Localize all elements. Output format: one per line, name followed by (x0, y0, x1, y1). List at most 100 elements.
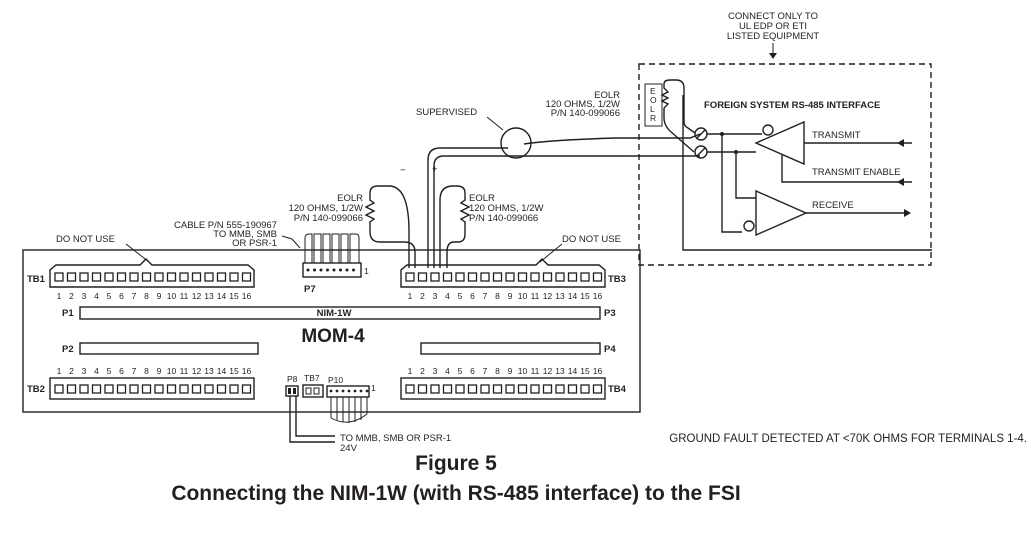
tb1-label: TB1 (27, 274, 46, 285)
eolr-vertical-l: L (650, 104, 655, 114)
tb1-terminal-16 (241, 272, 252, 282)
tb3-terminal-7 (480, 272, 490, 282)
tb3-number-3: 3 (433, 291, 438, 301)
tb3-number-11: 11 (531, 291, 540, 301)
tb1-number-5: 5 (107, 291, 112, 301)
tb4-number-1: 1 (408, 366, 413, 376)
p10-pin-1 (329, 389, 333, 393)
tb2-terminal-6 (116, 384, 127, 394)
fsi-terminal-minus-slot (696, 129, 706, 139)
p3-label: P3 (604, 308, 616, 319)
p7-pin-one: 1 (364, 266, 369, 276)
p7-label: P7 (304, 284, 316, 295)
tb2-number-6: 6 (119, 366, 124, 376)
tb1-terminal-15 (229, 272, 239, 282)
tb1-terminal-8 (141, 272, 152, 282)
tb1-terminal-13 (204, 272, 214, 282)
tb2-terminal-16 (241, 384, 252, 394)
tb1-number-2: 2 (69, 291, 74, 301)
eolr-vertical-o: O (650, 95, 657, 105)
tb3-number-8: 8 (495, 291, 500, 301)
plus-marker: + (432, 164, 438, 175)
p8-label: P8 (287, 374, 298, 384)
tb1-number-8: 8 (144, 291, 149, 301)
cable-note-leader (281, 235, 301, 249)
figure-title: Connecting the NIM-1W (with RS-485 inter… (171, 482, 741, 505)
tb1-terminal-2 (66, 272, 77, 282)
p2-connector (79, 342, 259, 355)
tb2-terminal-14 (216, 384, 227, 394)
p8-pin-a (288, 388, 291, 394)
p4-label: P4 (604, 344, 616, 355)
tb1-number-13: 13 (204, 291, 214, 301)
tb1-terminal-6 (116, 272, 127, 282)
nim-1w-connector (79, 306, 601, 320)
tb3-terminal-15 (580, 272, 590, 282)
tb2-terminal-8 (141, 384, 152, 394)
tb2-terminals (54, 384, 252, 394)
tb2-terminal-2 (66, 384, 77, 394)
board-title: MOM-4 (301, 326, 365, 347)
tb4-number-13: 13 (555, 366, 565, 376)
tb4-number-2: 2 (420, 366, 425, 376)
eolr-right-resistor (439, 185, 471, 268)
receive-inversion-bubble (743, 220, 755, 232)
eolr-left-line-3: P/N 140-099066 (294, 213, 363, 224)
fsi-dashed-box (638, 63, 932, 266)
tb4-terminal-10 (517, 384, 528, 394)
eolr-top-lower-lead (663, 108, 695, 153)
eolr-right-line-2: 120 OHMS, 1/2W (469, 203, 543, 214)
tb3-housing (400, 258, 606, 288)
transmit-arrow (897, 139, 904, 147)
power-note-line-1: TO MMB, SMB OR PSR-1 (340, 433, 451, 444)
tb4-number-14: 14 (568, 366, 578, 376)
tb4-number-6: 6 (470, 366, 475, 376)
p4-connector (420, 342, 601, 355)
bus-a (707, 133, 742, 233)
do-not-use-right-label: DO NOT USE (562, 234, 621, 245)
cable-note-line-3: OR PSR-1 (232, 238, 277, 249)
tb2-terminal-1 (54, 384, 64, 394)
tb1-number-16: 16 (242, 291, 252, 301)
tb4-terminal-4 (442, 384, 453, 394)
tb2-terminal-4 (91, 384, 102, 394)
supervised-label: SUPERVISED (416, 107, 477, 118)
tb2-number-11: 11 (180, 366, 189, 376)
p7-pin-1 (306, 268, 310, 272)
tb2-number-13: 13 (204, 366, 214, 376)
p7-pin-8 (352, 268, 355, 272)
tb1-terminal-3 (79, 272, 89, 282)
power-note-line-2: 24V (340, 443, 358, 454)
tb3-terminal-1 (405, 272, 415, 282)
tb2-number-3: 3 (82, 366, 87, 376)
transmit-enable-line (781, 154, 912, 183)
eolr-right-line-1: EOLR (469, 193, 495, 204)
tb4-number-15: 15 (580, 366, 590, 376)
tb4-number-3: 3 (433, 366, 438, 376)
tb3-terminal-10 (517, 272, 528, 282)
cable-note-line-1: CABLE P/N 555-190967 (174, 220, 277, 231)
wire-minus (427, 133, 701, 268)
tb4-number-12: 12 (543, 366, 553, 376)
tb3-terminals (405, 272, 603, 282)
supervised-leader (486, 116, 504, 131)
transmit-label: TRANSMIT (812, 130, 861, 141)
tb3-terminal-14 (567, 272, 578, 282)
p7-connector (302, 262, 362, 278)
tb4-terminal-15 (580, 384, 590, 394)
tb2-label: TB2 (27, 384, 45, 395)
tb4-terminal-8 (492, 384, 503, 394)
eolr-left-resistor (364, 185, 416, 268)
p10-pin-6 (359, 389, 363, 393)
tb1-number-11: 11 (180, 291, 189, 301)
eolr-top-line-3: P/N 140-099066 (551, 108, 620, 119)
tb3-terminal-2 (417, 272, 428, 282)
tb1-terminal-5 (104, 272, 114, 282)
tb3-terminal-11 (530, 272, 540, 282)
tb3-number-12: 12 (543, 291, 553, 301)
tb2-number-10: 10 (167, 366, 177, 376)
p7-cable-fingers (304, 233, 360, 263)
tb3-number-16: 16 (593, 291, 603, 301)
